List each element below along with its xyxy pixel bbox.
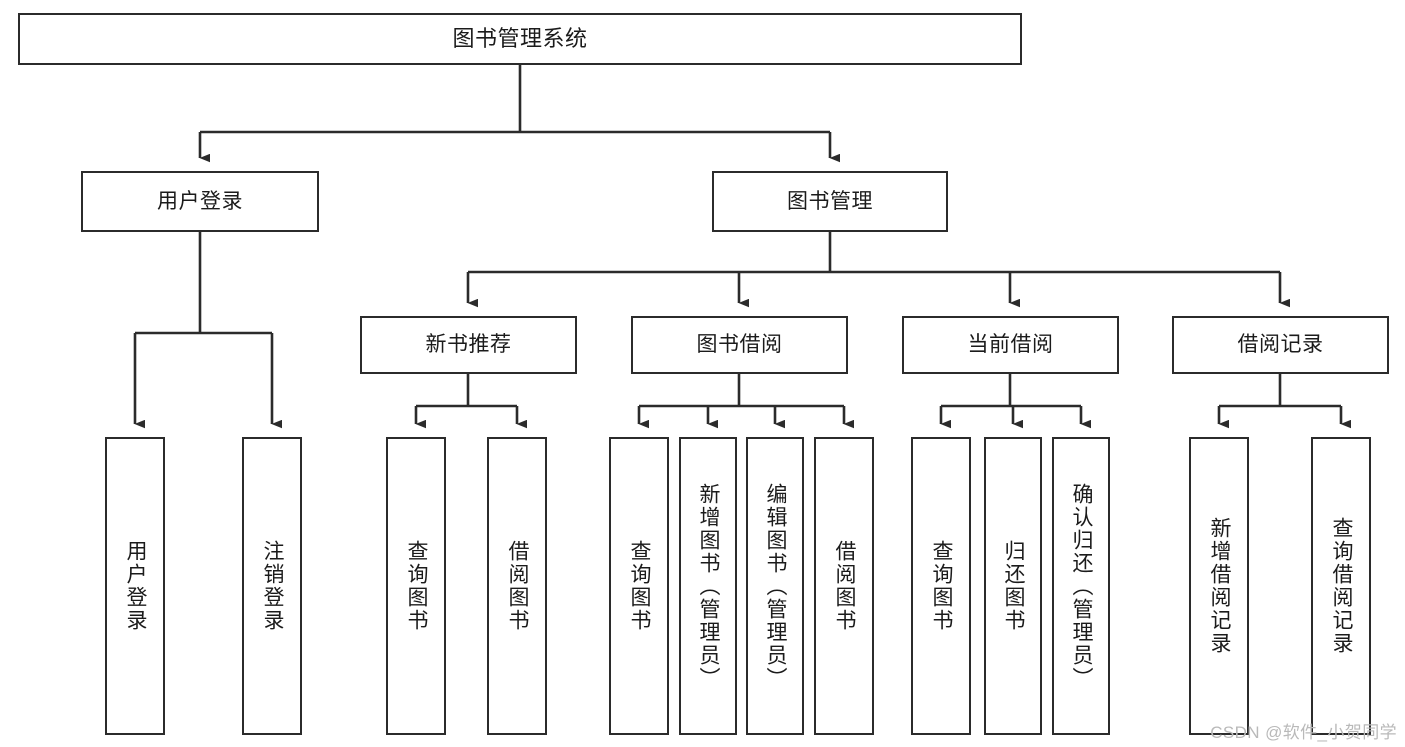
node-borrow-records[interactable]: 借阅记录 xyxy=(1172,316,1389,374)
node-label: 用户登录 xyxy=(157,189,243,213)
node-leaf-edit-book-admin[interactable]: 编辑图书（管理员） xyxy=(746,437,804,735)
node-label: 查询借阅记录 xyxy=(1330,517,1354,655)
node-label: 注销登录 xyxy=(261,540,285,632)
node-current-borrow[interactable]: 当前借阅 xyxy=(902,316,1119,374)
node-leaf-add-borrow-record[interactable]: 新增借阅记录 xyxy=(1189,437,1249,735)
node-label: 用户登录 xyxy=(124,540,148,632)
node-leaf-return-book[interactable]: 归还图书 xyxy=(984,437,1042,735)
node-label: 当前借阅 xyxy=(967,333,1054,357)
node-leaf-confirm-return-admin[interactable]: 确认归还（管理员） xyxy=(1052,437,1110,735)
csdn-watermark: CSDN @软件_小贺同学 xyxy=(1210,723,1397,742)
node-book-borrow[interactable]: 图书借阅 xyxy=(631,316,848,374)
connector-userlogin-to-leaves xyxy=(133,232,282,429)
node-user-login[interactable]: 用户登录 xyxy=(81,171,319,232)
node-label: 新增借阅记录 xyxy=(1208,517,1232,655)
node-leaf-query-book-3[interactable]: 查询图书 xyxy=(911,437,971,735)
node-label: 图书借阅 xyxy=(696,333,783,357)
node-leaf-logout[interactable]: 注销登录 xyxy=(242,437,302,735)
connector-bookborrow-to-leaves xyxy=(637,374,854,429)
node-leaf-user-login[interactable]: 用户登录 xyxy=(105,437,165,735)
node-label: 借阅图书 xyxy=(506,540,530,632)
node-leaf-query-borrow-record[interactable]: 查询借阅记录 xyxy=(1311,437,1371,735)
node-label: 新增图书（管理员） xyxy=(697,482,721,690)
node-leaf-query-book-1[interactable]: 查询图书 xyxy=(386,437,446,735)
connector-newbook-to-leaves xyxy=(414,374,527,429)
node-label: 确认归还（管理员） xyxy=(1070,482,1094,690)
node-label: 编辑图书（管理员） xyxy=(764,482,788,690)
node-label: 新书推荐 xyxy=(425,333,512,357)
node-label: 查询图书 xyxy=(930,540,954,632)
connector-root-to-level1 xyxy=(198,65,840,163)
node-label: 图书管理 xyxy=(787,189,873,213)
node-label: 借阅图书 xyxy=(833,540,857,632)
connector-borrowrecords-to-leaves xyxy=(1217,374,1351,429)
node-leaf-borrow-book-2[interactable]: 借阅图书 xyxy=(814,437,874,735)
node-leaf-borrow-book-1[interactable]: 借阅图书 xyxy=(487,437,547,735)
node-label: 借阅记录 xyxy=(1237,333,1324,357)
connector-currentborrow-to-leaves xyxy=(939,374,1091,429)
node-new-book-recommend[interactable]: 新书推荐 xyxy=(360,316,577,374)
node-label: 查询图书 xyxy=(628,540,652,632)
node-leaf-query-book-2[interactable]: 查询图书 xyxy=(609,437,669,735)
node-book-management[interactable]: 图书管理 xyxy=(712,171,948,232)
connector-bookmgmt-to-level2 xyxy=(466,232,1290,308)
node-label: 查询图书 xyxy=(405,540,429,632)
node-label: 归还图书 xyxy=(1002,540,1026,632)
node-leaf-add-book-admin[interactable]: 新增图书（管理员） xyxy=(679,437,737,735)
node-book-management-system[interactable]: 图书管理系统 xyxy=(18,13,1022,65)
node-label: 图书管理系统 xyxy=(452,25,588,51)
